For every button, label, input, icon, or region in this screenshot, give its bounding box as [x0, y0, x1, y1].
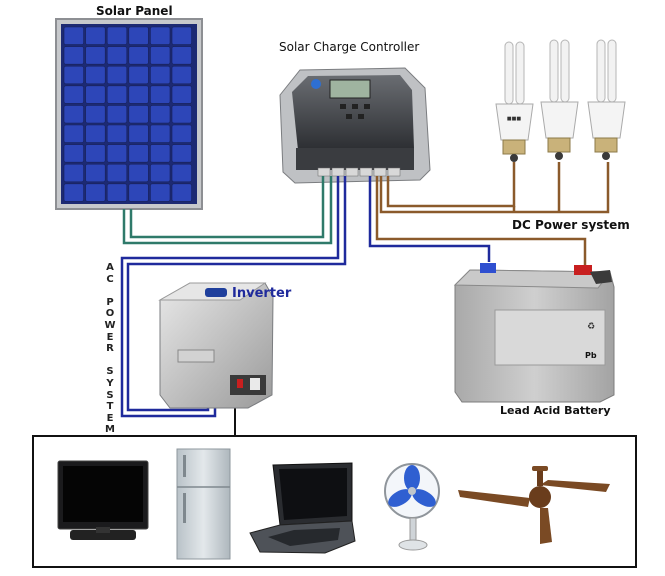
laptop-icon — [249, 462, 356, 554]
solar-cell — [150, 26, 171, 45]
charge-controller-icon — [279, 67, 431, 184]
solar-cell — [106, 85, 128, 104]
solar-cell — [106, 46, 128, 65]
inverter-wire — [120, 176, 347, 418]
solar-cell — [150, 124, 171, 143]
solar-cell — [106, 183, 128, 202]
inverter-icon — [158, 282, 274, 409]
cfl-bulb-icon — [587, 39, 626, 160]
solar-cell — [106, 124, 128, 143]
solar-cell — [171, 85, 192, 104]
inverter-label: Inverter — [232, 286, 292, 301]
dc-power-system-label: DC Power system — [512, 218, 630, 232]
solar-cell — [85, 163, 106, 183]
solar-cell — [171, 144, 192, 163]
battery-wire — [368, 176, 587, 265]
solar-cell — [63, 144, 84, 163]
solar-cell — [106, 163, 128, 183]
solar-panel-label: Solar Panel — [96, 4, 173, 18]
solar-cell — [106, 144, 128, 163]
solar-cell — [85, 105, 106, 124]
solar-cell — [171, 183, 192, 202]
solar-cell — [128, 144, 149, 163]
solar-cell — [63, 65, 84, 85]
solar-cell — [150, 183, 171, 202]
solar-cell — [85, 65, 106, 85]
solar-cell — [106, 65, 128, 85]
solar-cell — [63, 85, 84, 104]
solar-cell — [85, 144, 106, 163]
solar-cell — [128, 26, 149, 45]
lead-acid-battery-icon: Pb ♻ — [453, 263, 615, 403]
solar-cell — [171, 105, 192, 124]
solar-cell — [128, 46, 149, 65]
solar-panel-icon — [55, 18, 203, 210]
solar-cell — [171, 65, 192, 85]
table-fan-icon — [384, 463, 440, 551]
solar-cell — [63, 124, 84, 143]
solar-cell — [63, 163, 84, 183]
pb-mark: Pb — [585, 351, 597, 360]
solar-cell — [171, 163, 192, 183]
panel-controller-wire — [122, 176, 333, 245]
svg-text:♻: ♻ — [587, 322, 595, 332]
solar-cell — [150, 163, 171, 183]
solar-cell — [171, 46, 192, 65]
solar-cell — [63, 105, 84, 124]
solar-cell — [128, 163, 149, 183]
solar-cell — [128, 65, 149, 85]
svg-text:■■■: ■■■ — [507, 116, 521, 122]
refrigerator-icon — [176, 448, 231, 560]
solar-cell — [150, 144, 171, 163]
solar-cell — [128, 105, 149, 124]
solar-cell — [150, 105, 171, 124]
solar-cell — [85, 46, 106, 65]
solar-cell — [63, 26, 84, 45]
television-icon — [57, 460, 149, 540]
charge-controller-label: Solar Charge Controller — [279, 40, 420, 54]
solar-cell — [171, 26, 192, 45]
cfl-bulb-icon: ■■■ — [495, 41, 534, 162]
solar-cell — [150, 85, 171, 104]
solar-cell — [128, 183, 149, 202]
solar-cell — [106, 26, 128, 45]
dc-load-wire — [379, 162, 610, 214]
solar-cell — [85, 26, 106, 45]
cfl-bulb-icon — [540, 39, 579, 160]
battery-label: Lead Acid Battery — [500, 404, 611, 417]
ceiling-fan-icon — [458, 466, 610, 544]
solar-cell — [106, 105, 128, 124]
solar-cell — [85, 183, 106, 202]
solar-cell — [171, 124, 192, 143]
solar-cell — [150, 65, 171, 85]
solar-cell — [128, 124, 149, 143]
solar-cell — [128, 85, 149, 104]
solar-cell — [85, 124, 106, 143]
solar-cell — [63, 183, 84, 202]
solar-cell — [63, 46, 84, 65]
solar-cell — [85, 85, 106, 104]
ac-loads-frame — [32, 435, 637, 568]
solar-cell — [150, 46, 171, 65]
